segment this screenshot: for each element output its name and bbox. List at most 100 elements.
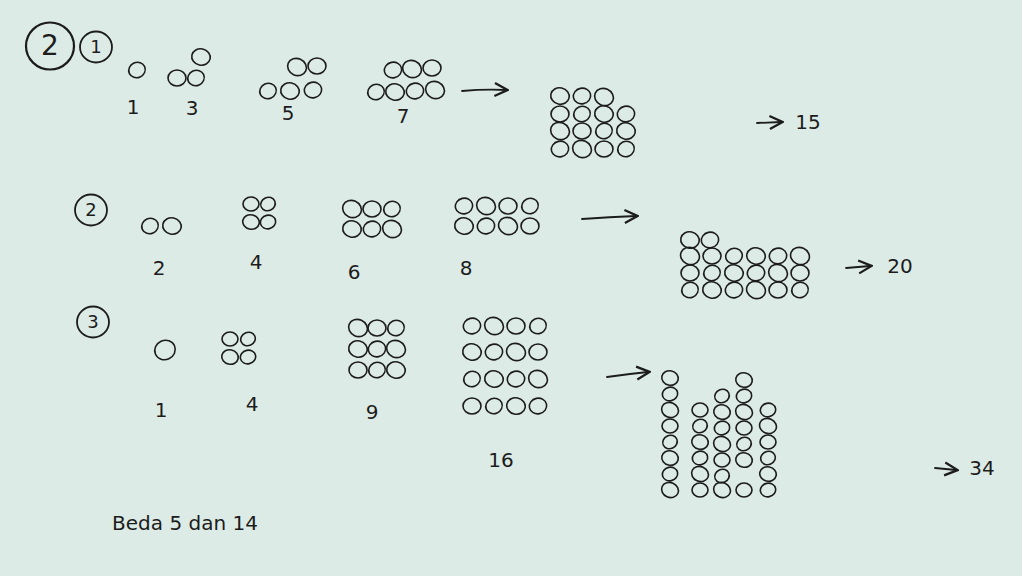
circled-number: 1: [79, 30, 113, 64]
hand-drawn-dot: [529, 344, 547, 360]
hand-drawn-dot: [385, 360, 407, 380]
hand-drawn-dot: [528, 397, 548, 416]
hand-drawn-dot: [241, 213, 260, 231]
hand-drawn-dot: [484, 343, 504, 362]
hand-drawn-dot: [791, 265, 809, 281]
hand-drawn-dot: [734, 451, 753, 469]
hand-drawn-dot: [734, 371, 753, 389]
hand-drawn-dot: [550, 140, 570, 159]
circled-number: 2: [25, 21, 75, 71]
circled-digit: 1: [90, 38, 101, 56]
hand-drawn-dot: [400, 57, 424, 80]
hand-drawn-dot: [713, 387, 732, 405]
hand-drawn-dot: [185, 68, 207, 89]
hand-drawn-dot: [483, 369, 505, 389]
hand-drawn-dot: [736, 483, 752, 497]
hand-drawn-dot: [660, 369, 679, 387]
count-number: 34: [969, 458, 994, 478]
hand-drawn-dot: [759, 482, 777, 499]
hand-drawn-dot: [700, 231, 720, 250]
hand-drawn-dot: [243, 197, 259, 211]
hand-drawn-dot: [527, 316, 549, 337]
hand-drawn-dot: [723, 246, 745, 267]
hand-drawn-dot: [519, 196, 541, 217]
hand-drawn-dot: [573, 123, 591, 139]
hand-drawn-dot: [660, 449, 679, 467]
hand-drawn-dot: [405, 82, 425, 101]
circled-number: 3: [76, 305, 110, 339]
note: Beda 5 dan 14: [112, 513, 258, 533]
hand-drawn-dot: [483, 396, 505, 417]
hand-drawn-dot: [745, 246, 767, 266]
circled-number: 2: [74, 193, 108, 227]
count-number: 8: [460, 258, 473, 278]
hand-drawn-dot: [365, 82, 387, 103]
hand-drawn-dot: [139, 216, 161, 237]
hand-drawn-dot: [340, 197, 364, 220]
hand-drawn-dot: [381, 199, 403, 220]
hand-drawn-dot: [384, 337, 408, 360]
hand-drawn-dot: [570, 137, 594, 160]
hand-drawn-dot: [367, 340, 387, 359]
hand-drawn-dot: [691, 417, 710, 435]
hand-drawn-dot: [723, 263, 745, 283]
hand-drawn-dot: [548, 119, 572, 142]
hand-drawn-dot: [482, 314, 506, 337]
hand-drawn-dot: [593, 121, 615, 142]
hand-drawn-dot: [769, 282, 787, 298]
hand-drawn-dot: [385, 318, 407, 339]
hand-drawn-dot: [789, 280, 811, 301]
count-number: 1: [155, 400, 168, 420]
hand-drawn-dot: [504, 340, 528, 363]
hand-drawn-dot: [551, 106, 569, 122]
hand-drawn-dot: [615, 121, 637, 141]
count-number: 20: [887, 256, 912, 276]
hand-drawn-dot: [691, 450, 709, 467]
hand-drawn-dot: [259, 195, 278, 213]
hand-drawn-dot: [766, 261, 790, 284]
sketch-arrow: [935, 468, 956, 470]
circled-digit: 2: [85, 201, 96, 219]
hand-drawn-dot: [661, 386, 679, 403]
hand-drawn-dot: [679, 280, 701, 301]
hand-drawn-dot: [368, 320, 386, 336]
hand-drawn-dot: [380, 217, 404, 240]
hand-drawn-dot: [760, 435, 776, 449]
count-number: 3: [186, 98, 199, 118]
hand-drawn-dot: [303, 81, 323, 100]
hand-drawn-dot: [690, 433, 709, 451]
sketch-arrow: [462, 90, 506, 91]
hand-drawn-dot: [454, 197, 474, 216]
circled-digit: 3: [87, 313, 98, 331]
circle-stroke: [26, 23, 74, 70]
hand-drawn-dot: [735, 388, 753, 405]
count-number: 9: [366, 402, 379, 422]
hand-drawn-dot: [661, 466, 679, 483]
hand-drawn-dot: [499, 198, 517, 214]
hand-drawn-dot: [572, 87, 592, 106]
hand-drawn-dot: [758, 465, 777, 483]
hand-drawn-dot: [593, 104, 615, 124]
hand-drawn-dot: [681, 265, 699, 281]
hand-drawn-dot: [363, 201, 381, 217]
hand-drawn-dot: [616, 105, 636, 124]
hand-drawn-dot: [692, 483, 708, 497]
hand-drawn-dot: [384, 82, 406, 102]
hand-drawn-dot: [285, 55, 309, 78]
hand-drawn-dot: [659, 480, 681, 501]
sketch-arrow: [582, 216, 636, 219]
count-number: 1: [127, 97, 140, 117]
hand-drawn-dot: [463, 398, 481, 414]
hand-drawn-dot: [746, 264, 766, 283]
hand-drawn-dot: [220, 348, 239, 366]
hand-drawn-dot: [423, 78, 447, 101]
hand-drawn-dot: [788, 244, 812, 267]
hand-drawn-dot: [659, 400, 681, 421]
count-number: 5: [282, 103, 295, 123]
hand-drawn-dot: [701, 280, 723, 300]
hand-drawn-dot: [474, 194, 498, 217]
hand-drawn-dot: [383, 61, 403, 80]
hand-drawn-dot: [461, 342, 483, 362]
hand-drawn-dot: [692, 403, 708, 417]
hand-drawn-dot: [507, 318, 525, 334]
